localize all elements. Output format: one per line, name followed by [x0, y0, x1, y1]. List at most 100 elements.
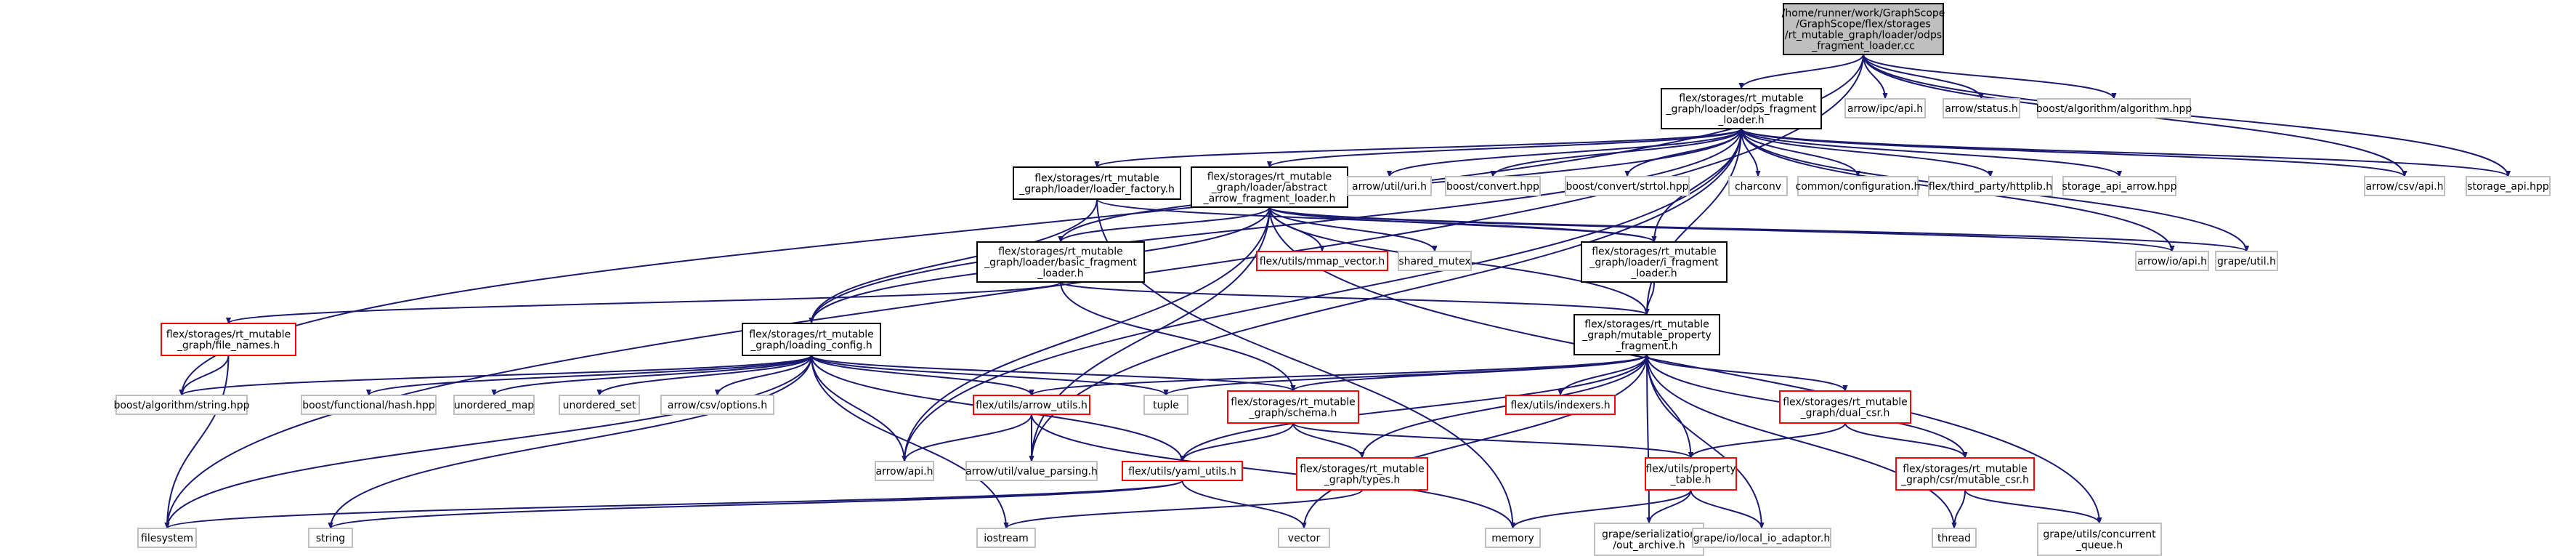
edge-loading_config-to-arrow_utils: [811, 355, 1034, 396]
edge-loading_config-to-boost_string: [179, 355, 812, 396]
node-label-line: iostream: [984, 533, 1029, 544]
node-box: [1347, 176, 1432, 196]
node-yaml-utils[interactable]: flex/utils/yaml_utils.h: [1122, 461, 1243, 481]
node-root[interactable]: /home/runner/work/GraphScope/GraphScope/…: [1782, 3, 1945, 55]
edge-mpf-to-yaml_utils: [1179, 354, 1648, 462]
node-box: [1943, 98, 2020, 118]
node-label-line: _queue.h: [2075, 540, 2123, 552]
edge-mpf-to-vector: [1301, 354, 1648, 529]
node-io-api: arrow/io/api.h: [2135, 251, 2209, 271]
node-box: [2215, 251, 2278, 271]
edge-odps_h-to-abstract_loader: [1267, 128, 1742, 168]
node-box: [1728, 176, 1788, 196]
node-label-line: _graph/mutable_property: [1581, 330, 1712, 342]
node-loading-config[interactable]: flex/storages/rt_mutable_graph/loading_c…: [742, 323, 881, 356]
node-label-line: flex/storages/rt_mutable: [166, 329, 291, 341]
node-box: [1398, 251, 1472, 271]
node-file-names[interactable]: flex/storages/rt_mutable_graph/file_name…: [161, 323, 296, 356]
node-box: [1143, 395, 1188, 415]
node-label-line: _arrow_fragment_loader.h: [1203, 193, 1336, 205]
node-csv-api: arrow/csv/api.h: [2364, 176, 2445, 196]
edge-mpf-to-dual_csr: [1646, 354, 1848, 392]
node-label-line: _graph/dual_csr.h: [1800, 408, 1890, 419]
edge-loading_config-to-unordered_set: [596, 355, 812, 396]
edge-yaml_utils-to-string: [328, 480, 1183, 529]
node-box: [1505, 395, 1616, 415]
node-label-line: flex/storages/rt_mutable: [998, 246, 1123, 258]
node-box: [1013, 166, 1181, 200]
edge-loading_config-to-arrow_api: [811, 355, 907, 462]
node-types[interactable]: flex/storages/rt_mutable_graph/types.h: [1296, 457, 1428, 491]
edge-loading_config-to-filesystem: [164, 355, 812, 529]
node-box: [1296, 457, 1428, 491]
node-boost-string: boost/algorithm/string.hpp: [113, 395, 250, 415]
node-label-line: _loader.h: [1037, 268, 1083, 280]
node-loader-factory[interactable]: flex/storages/rt_mutable_graph/loader/lo…: [1013, 166, 1181, 200]
node-box: [1783, 3, 1944, 55]
edge-odps_h-to-storage_api: [1741, 128, 2511, 177]
edge-yaml_utils-to-vector: [1181, 480, 1307, 529]
node-thread: thread: [1932, 528, 1977, 548]
node-arrow-utils[interactable]: flex/utils/arrow_utils.h: [973, 395, 1090, 415]
node-label-line: vector: [1288, 533, 1321, 544]
edge-loading_config-to-csv_options: [714, 355, 812, 396]
node-label-line: _table.h: [1670, 475, 1712, 486]
node-label-line: charconv: [1735, 181, 1781, 193]
node-box: [973, 395, 1090, 415]
node-box: [301, 395, 437, 415]
node-box: [1256, 251, 1388, 271]
edge-abstract_loader-to-basic_loader: [1058, 206, 1271, 243]
node-label-line: _loader.h: [1630, 268, 1677, 280]
node-box: [1278, 528, 1330, 548]
edge-loading_config-to-string: [328, 355, 812, 529]
node-box: [453, 395, 535, 415]
node-box: [1594, 523, 1704, 556]
node-label-line: _loader.h: [1717, 115, 1764, 126]
edge-abstract_loader-to-arrow_api: [902, 206, 1271, 462]
edge-loader_factory-to-loading_config: [809, 198, 1098, 324]
node-box: [2135, 251, 2209, 271]
node-boost-convert: boost/convert.hpp: [1445, 176, 1541, 196]
node-label-line: grape/serialization: [1602, 529, 1696, 541]
node-mmap-vector[interactable]: flex/utils/mmap_vector.h: [1256, 251, 1388, 271]
node-label-line: tuple: [1153, 400, 1179, 411]
node-label-line: boost/convert.hpp: [1446, 181, 1539, 193]
node-basic-loader[interactable]: flex/storages/rt_mutable_graph/loader/ba…: [976, 241, 1145, 283]
node-uri: arrow/util/uri.h: [1347, 176, 1432, 196]
node-odps-h[interactable]: flex/storages/rt_mutable_graph/loader/od…: [1661, 88, 1822, 129]
edge-i_loader-to-mpf: [1644, 281, 1655, 315]
node-hash: boost/functional/hash.hpp: [301, 395, 437, 415]
node-label-line: filesystem: [141, 533, 193, 544]
node-abstract-loader[interactable]: flex/storages/rt_mutable_graph/loader/ab…: [1191, 166, 1348, 208]
node-box: [161, 323, 296, 356]
node-box: [1565, 176, 1690, 196]
node-i-loader[interactable]: flex/storages/rt_mutable_graph/loader/i_…: [1581, 241, 1728, 283]
node-box: [965, 461, 1098, 481]
node-label-line: flex/storages/rt_mutable: [1903, 464, 2028, 475]
node-local-io: grape/io/local_io_adaptor.h: [1692, 528, 1831, 548]
edge-loading_config-to-tuple: [811, 355, 1169, 396]
node-box: [2037, 98, 2191, 118]
node-label-line: _fragment_loader.cc: [1811, 41, 1915, 52]
node-indexers[interactable]: flex/utils/indexers.h: [1505, 395, 1616, 415]
node-label-line: flex/storages/rt_mutable: [1231, 397, 1356, 408]
node-mpf[interactable]: flex/storages/rt_mutable_graph/mutable_p…: [1573, 314, 1720, 355]
edge-mpf-to-thread: [1646, 354, 1957, 529]
node-property-table[interactable]: flex/utils/property_table.h: [1645, 457, 1737, 491]
node-schema[interactable]: flex/storages/rt_mutable_graph/schema.h: [1227, 390, 1359, 424]
node-box: [559, 395, 640, 415]
node-label-line: _graph/loader/abstract: [1211, 182, 1328, 194]
edge-basic_loader-to-mpf: [1060, 281, 1650, 315]
edge-odps_h-to-arrow_api: [902, 128, 1742, 462]
node-box: [137, 528, 197, 548]
node-dual-csr[interactable]: flex/storages/rt_mutable_graph/dual_csr.…: [1779, 390, 1911, 424]
node-ipc-api: arrow/ipc/api.h: [1844, 98, 1926, 118]
node-box: [116, 395, 248, 415]
node-mutable-csr[interactable]: flex/storages/rt_mutable_graph/csr/mutab…: [1895, 457, 2035, 491]
node-label-line: /GraphScope/flex/storages: [1796, 19, 1931, 31]
node-label-line: memory: [1491, 533, 1534, 544]
edge-basic_loader-to-file_names: [226, 281, 1061, 324]
node-unordered-map: unordered_map: [453, 395, 535, 415]
node-box: [976, 241, 1145, 283]
